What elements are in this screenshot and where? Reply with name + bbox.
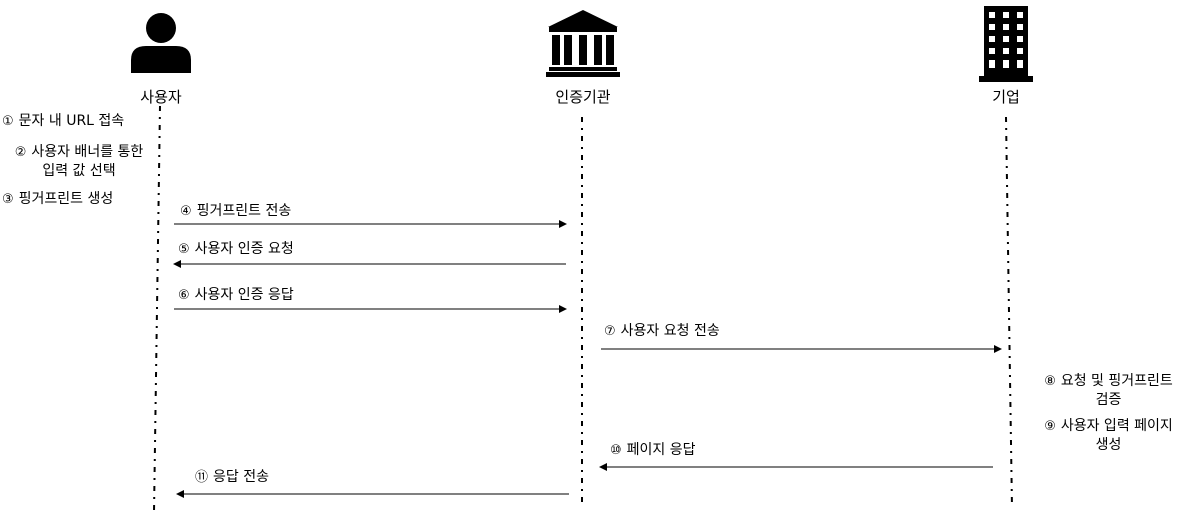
actor-label-authority: 인증기관 (555, 88, 611, 106)
person-icon (131, 13, 191, 73)
lifeline-company (1005, 116, 1013, 509)
bank-building-icon (546, 10, 620, 77)
office-building-icon (979, 6, 1033, 82)
actor-label-user: 사용자 (140, 88, 182, 106)
actor-label-company: 기업 (992, 88, 1020, 106)
